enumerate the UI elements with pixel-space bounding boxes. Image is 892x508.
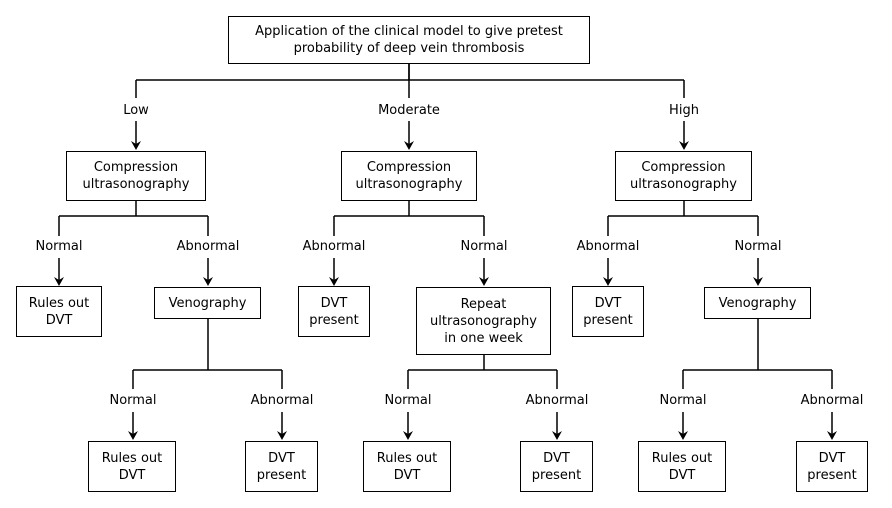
label-moderate-repeat-normal: Normal — [384, 393, 432, 408]
final-arrow-2-arrowhead — [403, 431, 413, 440]
label-low-venography-normal: Normal — [109, 393, 157, 408]
high-venography-normal-rules-out-dvt-box: Rules out DVT — [638, 441, 726, 492]
label-moderate: Moderate — [378, 103, 440, 118]
moderate-repeat-abnormal-dvt-present-box: DVT present — [520, 441, 593, 492]
result-arrow-0-arrowhead — [54, 277, 64, 286]
label-high: High — [669, 103, 699, 118]
moderate-abnormal-dvt-present-box: DVT present — [298, 286, 370, 337]
result-arrow-2-arrowhead — [329, 277, 339, 286]
final-arrow-4-arrowhead — [678, 431, 688, 440]
label-high-venography-abnormal: Abnormal — [800, 393, 864, 408]
moderate-repeat-normal-rules-out-dvt-box: Rules out DVT — [363, 441, 451, 492]
result-arrow-3-arrowhead — [479, 277, 489, 286]
high-venography-box: Venography — [704, 287, 811, 319]
risk-arrow-0-arrowhead — [131, 141, 141, 150]
risk-arrow-1-arrowhead — [404, 141, 414, 150]
result-arrow-5-arrowhead — [753, 277, 763, 286]
label-moderate-repeat-abnormal: Abnormal — [525, 393, 589, 408]
label-low-abnormal: Abnormal — [176, 239, 240, 254]
label-high-venography-normal: Normal — [659, 393, 707, 408]
high-abnormal-dvt-present-box: DVT present — [572, 286, 644, 337]
low-venography-abnormal-dvt-present-box: DVT present — [245, 441, 318, 492]
label-high-normal: Normal — [734, 239, 782, 254]
compression-ultrasonography-high-box: Compression ultrasonography — [615, 151, 752, 201]
final-arrow-0-arrowhead — [128, 431, 138, 440]
label-low-normal: Normal — [35, 239, 83, 254]
low-normal-rules-out-dvt-box: Rules out DVT — [16, 286, 102, 337]
result-arrow-4-arrowhead — [603, 277, 613, 286]
final-arrow-5-arrowhead — [827, 431, 837, 440]
final-arrow-3-arrowhead — [552, 431, 562, 440]
label-low: Low — [123, 103, 149, 118]
label-moderate-abnormal: Abnormal — [302, 239, 366, 254]
low-venography-normal-rules-out-dvt-box: Rules out DVT — [88, 441, 176, 492]
high-venography-abnormal-dvt-present-box: DVT present — [796, 441, 868, 492]
risk-arrow-2-arrowhead — [679, 141, 689, 150]
label-low-venography-abnormal: Abnormal — [250, 393, 314, 408]
label-moderate-normal: Normal — [460, 239, 508, 254]
label-high-abnormal: Abnormal — [576, 239, 640, 254]
final-arrow-1-arrowhead — [277, 431, 287, 440]
low-venography-box: Venography — [154, 287, 261, 319]
compression-ultrasonography-low-box: Compression ultrasonography — [66, 151, 206, 201]
moderate-repeat-ultrasonography-box: Repeat ultrasonography in one week — [416, 287, 551, 355]
compression-ultrasonography-moderate-box: Compression ultrasonography — [341, 151, 477, 201]
result-arrow-1-arrowhead — [203, 277, 213, 286]
root-box: Application of the clinical model to giv… — [228, 16, 590, 64]
